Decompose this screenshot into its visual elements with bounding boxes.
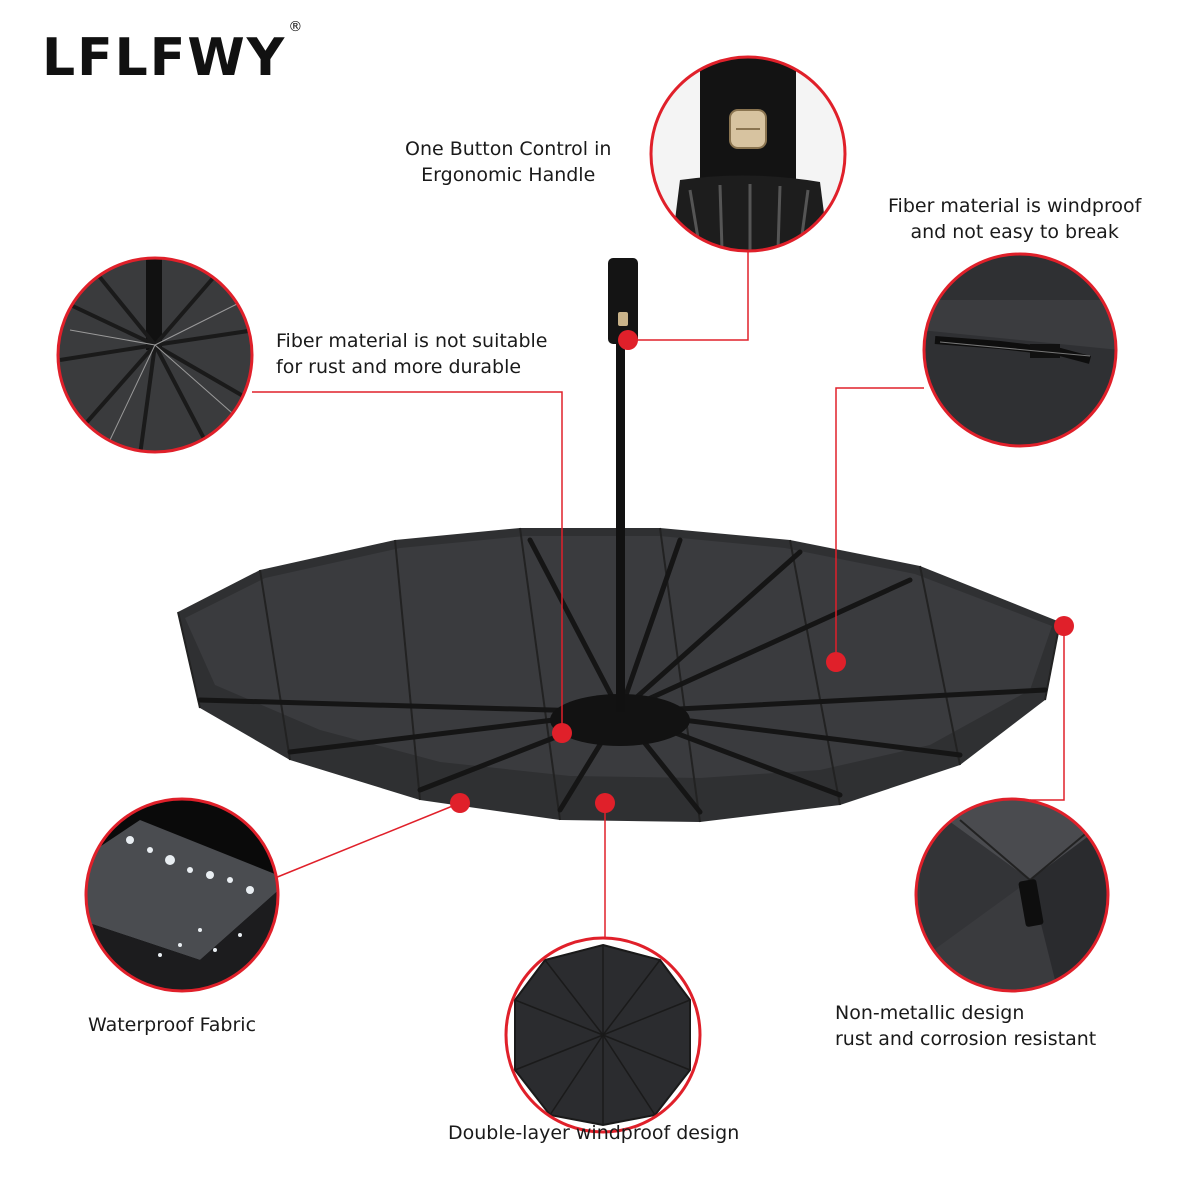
callout-lines [252, 251, 1065, 938]
label-handle: One Button Control in Ergonomic Handle [405, 136, 611, 188]
callout-dot-handle [618, 330, 638, 350]
label-non-metallic: Non-metallic design rust and corrosion r… [835, 1000, 1096, 1052]
detail-joint [922, 252, 1118, 448]
detail-ribs [56, 256, 254, 454]
callout-dot-ribs [552, 723, 572, 743]
callout-dot-fabric [450, 793, 470, 813]
callout-dot-joint [826, 652, 846, 672]
callout-dot-double-layer [595, 793, 615, 813]
label-double-layer-line1: Double-layer windproof design [448, 1122, 740, 1144]
label-waterproof-line1: Waterproof Fabric [88, 1014, 257, 1036]
canopy-seams [177, 527, 1061, 823]
label-non-metallic-line1: Non-metallic design [835, 1002, 1025, 1024]
callout-dot-tip [1054, 616, 1074, 636]
label-ribs: Fiber material is not suitable for rust … [276, 328, 547, 380]
label-windproof-fiber: Fiber material is windproof and not easy… [888, 193, 1141, 245]
label-ribs-line2: for rust and more durable [276, 356, 522, 378]
label-non-metallic-line2: rust and corrosion resistant [835, 1028, 1097, 1050]
label-waterproof: Waterproof Fabric [88, 1012, 256, 1038]
label-handle-line2: Ergonomic Handle [421, 164, 596, 186]
label-windproof-line1: Fiber material is windproof [888, 195, 1142, 217]
detail-tip [914, 797, 1110, 993]
brand-logo: LFLFWY® [42, 19, 304, 88]
umbrella-hub [550, 694, 690, 746]
label-double-layer: Double-layer windproof design [448, 1120, 739, 1146]
registered-mark: ® [288, 18, 305, 35]
detail-waterproof [84, 797, 280, 993]
callout-dots [450, 330, 1074, 813]
label-handle-line1: One Button Control in [405, 138, 612, 160]
umbrella-main [177, 258, 1061, 823]
label-ribs-line1: Fiber material is not suitable [276, 330, 548, 352]
label-windproof-line2: and not easy to break [910, 221, 1119, 243]
detail-double-layer [504, 936, 702, 1134]
umbrella-shaft [616, 340, 625, 712]
umbrella-handle [608, 258, 638, 344]
brand-name: LFLFWY [42, 28, 287, 88]
detail-handle [649, 55, 847, 253]
handle-button-icon [618, 312, 628, 326]
rib-tip-icon [1018, 879, 1044, 927]
